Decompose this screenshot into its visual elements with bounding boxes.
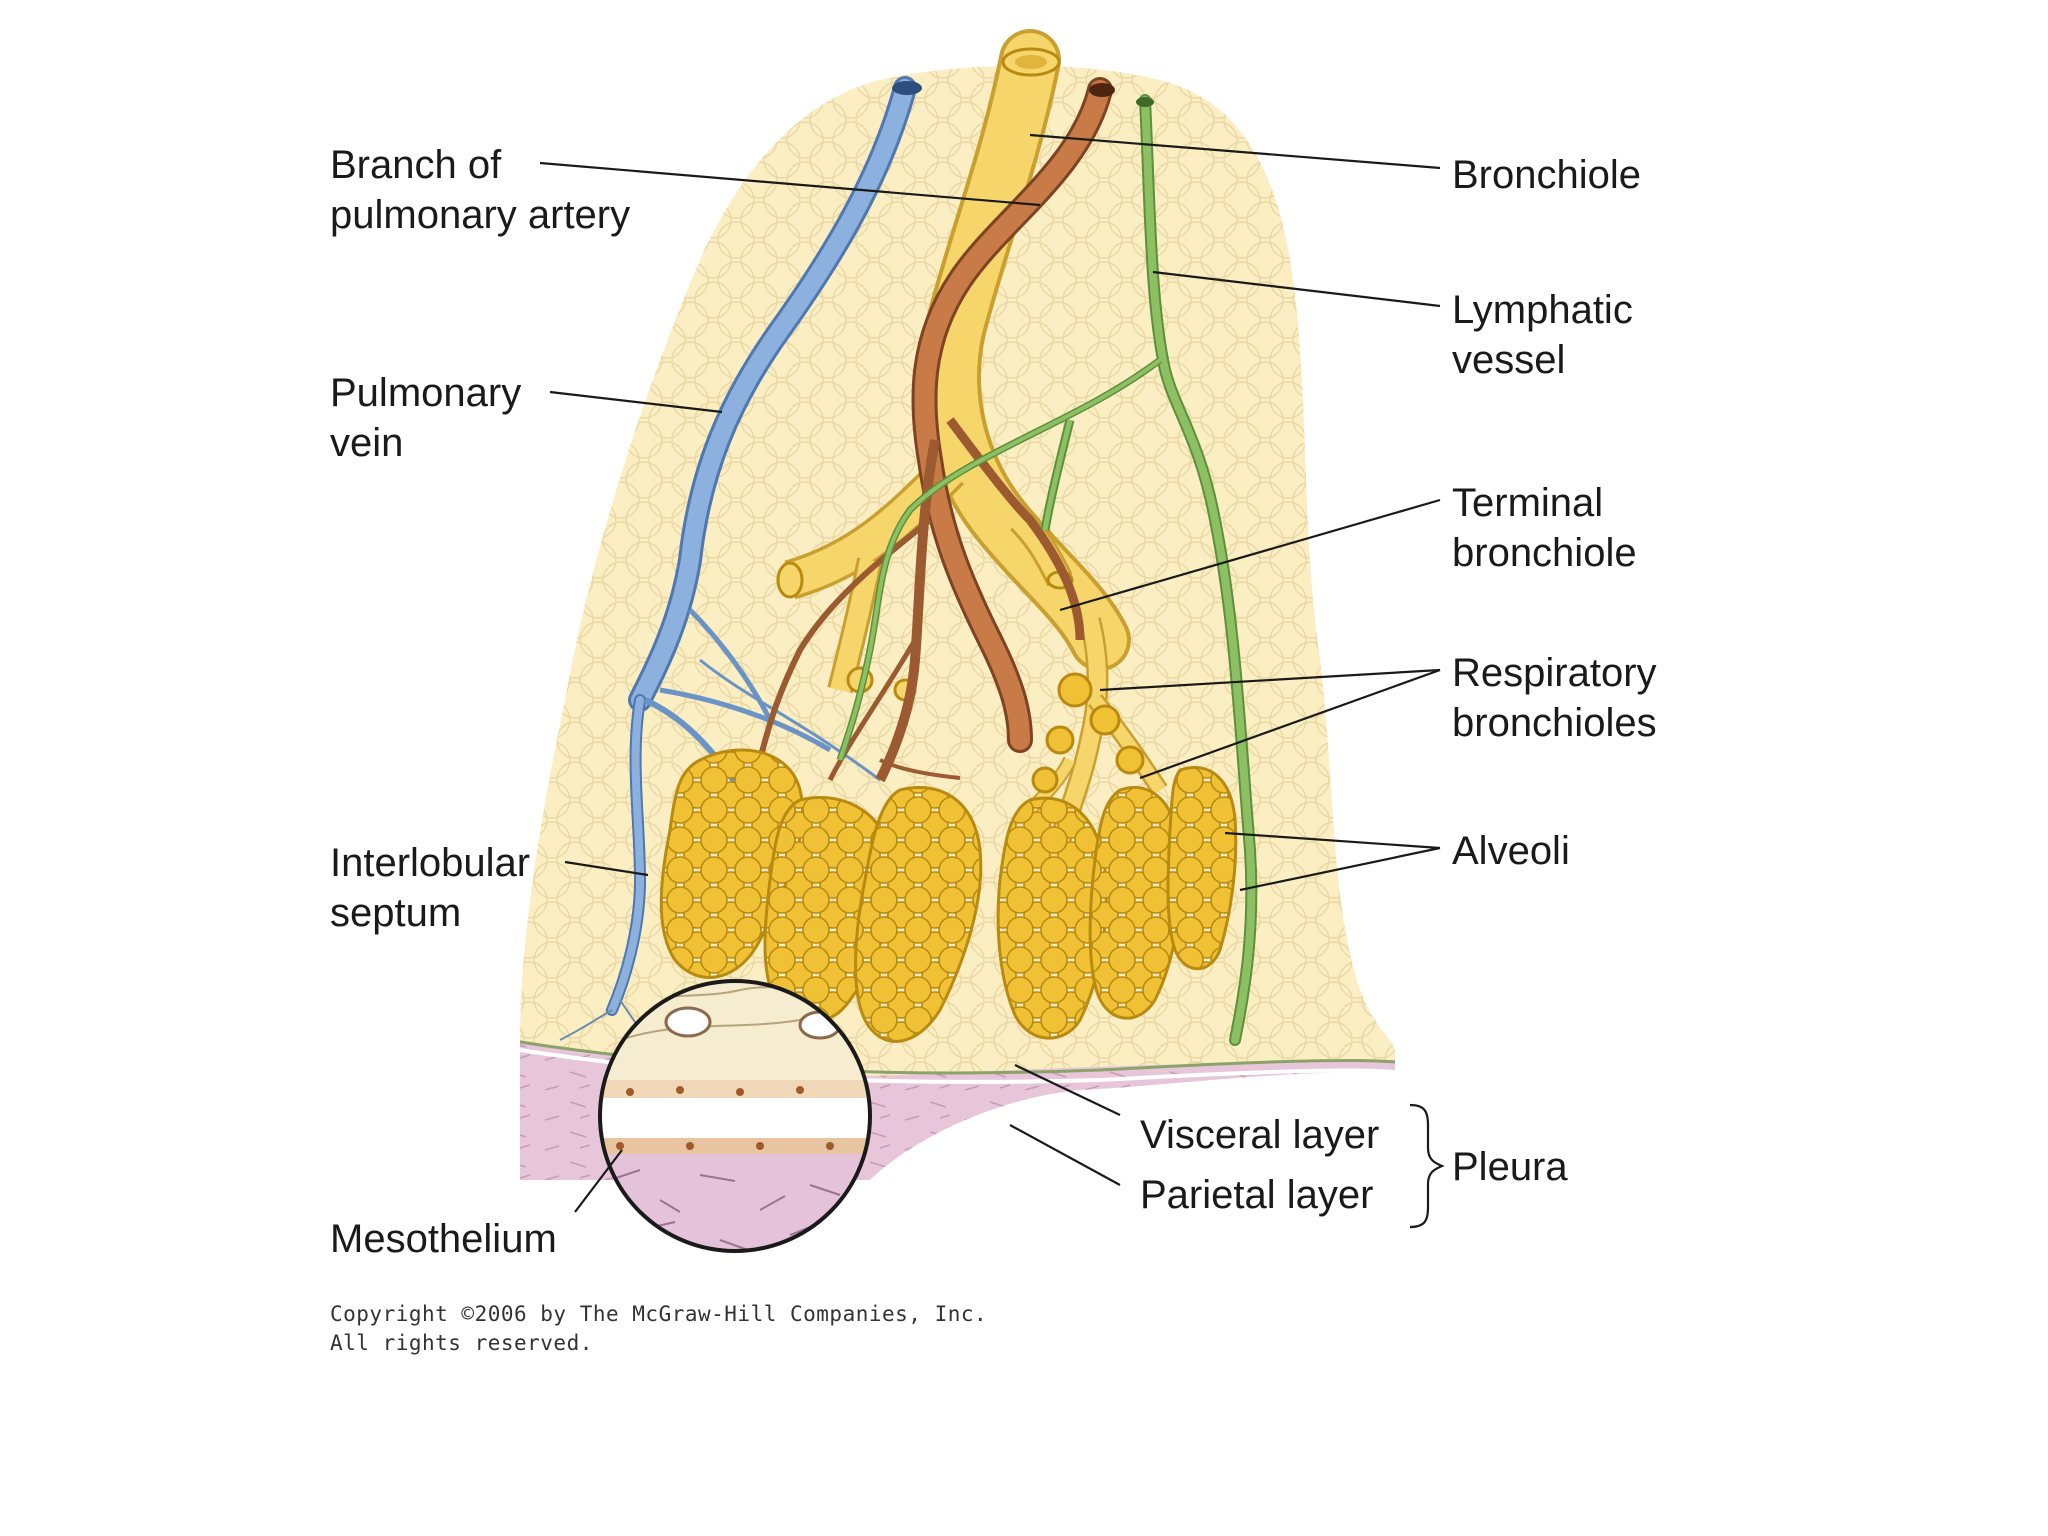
label-pulmonary-vein: Pulmonary vein — [330, 371, 522, 465]
copyright-notice: Copyright ©2006 by The McGraw-Hill Compa… — [330, 1302, 988, 1355]
leader-terminal-bronchiole — [1059, 498, 1441, 612]
label-branch-pulmonary-artery: Branch of pulmonary artery — [330, 143, 631, 237]
leader-resp-bronchiole-b — [1139, 668, 1441, 780]
pulmonary-vein — [559, 76, 922, 1041]
leader-parietal-layer — [1009, 1124, 1121, 1186]
alveoli-clusters — [659, 672, 1238, 1043]
leader-lymphatic — [1152, 270, 1441, 308]
leader-bronchiole — [1029, 133, 1441, 170]
label-mesothelium: Mesothelium — [330, 1217, 557, 1261]
label-pleura: Pleura — [1452, 1145, 1568, 1189]
pulmonary-artery-branch — [757, 77, 1115, 783]
pleura-brace — [1409, 1103, 1445, 1229]
leader-resp-bronchiole-a — [1099, 668, 1441, 692]
label-parietal-layer: Parietal layer — [1140, 1173, 1374, 1217]
leader-lines — [539, 133, 1445, 1229]
leader-visceral-layer — [1014, 1064, 1121, 1116]
label-respiratory-bronchioles: Respiratory bronchioles — [1452, 651, 1657, 745]
lymphatic-vessel — [836, 94, 1258, 1046]
label-interlobular-septum: Interlobular septum — [330, 841, 531, 935]
label-terminal-bronchiole: Terminal bronchiole — [1452, 481, 1637, 575]
label-alveoli: Alveoli — [1452, 829, 1570, 873]
leader-alveoli-b — [1239, 846, 1441, 892]
leader-branch-artery — [539, 161, 1041, 207]
leader-interlobular-septum — [564, 860, 649, 877]
label-bronchiole: Bronchiole — [1452, 153, 1642, 197]
leader-pulmonary-vein — [549, 390, 723, 414]
label-lymphatic-vessel: Lymphatic vessel — [1452, 288, 1633, 382]
leader-mesothelium — [574, 1149, 623, 1213]
alveoli-cluster-right — [996, 672, 1238, 1040]
alveoli-cluster-left — [659, 748, 983, 1043]
label-visceral-layer: Visceral layer — [1140, 1113, 1380, 1157]
leader-alveoli-a — [1224, 831, 1441, 850]
